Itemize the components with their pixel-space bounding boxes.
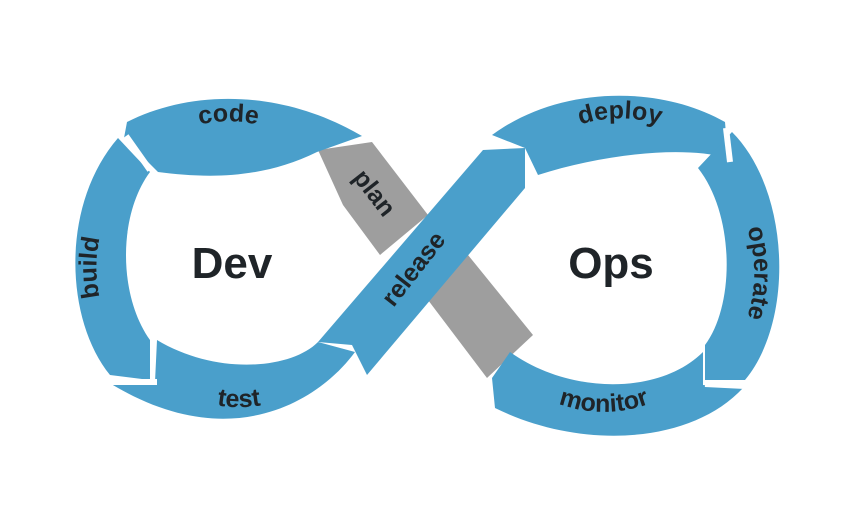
plan-band-lower — [428, 255, 533, 378]
plan-band — [318, 142, 428, 255]
deploy-segment — [492, 95, 728, 175]
segment-dividers — [108, 127, 746, 389]
stage-test-label: test — [216, 383, 263, 413]
operate-segment — [698, 132, 780, 380]
divider — [123, 134, 153, 172]
divider — [704, 381, 746, 389]
test-segment — [108, 340, 355, 419]
release-band — [318, 148, 525, 375]
code-segment — [124, 98, 362, 176]
build-segment — [75, 138, 150, 380]
divider — [723, 127, 733, 163]
ops-title: Ops — [568, 239, 654, 288]
dev-title: Dev — [192, 239, 273, 288]
monitor-segment — [492, 352, 743, 436]
